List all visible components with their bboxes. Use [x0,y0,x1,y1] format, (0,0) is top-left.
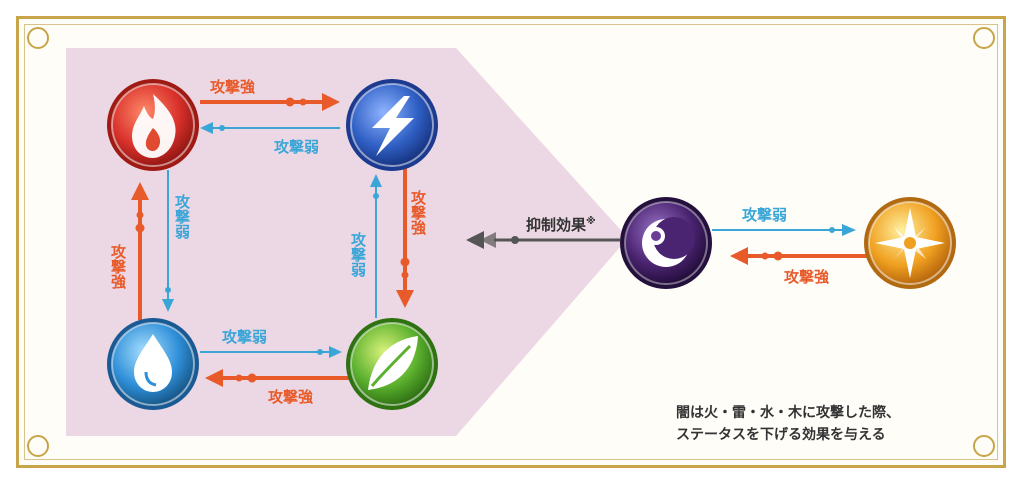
arrow-thunder-to-fire [200,122,340,134]
weak-arrows [162,122,856,358]
dark-effect-note: 闇は火・雷・水・木に攻撃した際、 ステータスを下げる効果を与える [676,402,1006,446]
label-wood-to-water: 攻撃強 [268,388,313,406]
arrow-thunder-to-wood [396,168,414,308]
frame-corner-ornament [973,435,995,457]
arrow-water-to-wood [200,346,342,358]
suppression-area-panel [66,48,628,436]
label-thunder-to-fire: 攻撃弱 [274,138,319,156]
frame-corner-ornament [973,27,995,49]
arrow-dark-to-light [712,224,856,236]
note-line-2: ステータスを下げる効果を与える [676,427,886,443]
light-orb [864,197,956,289]
frame-corner-ornament [27,435,49,457]
label-light-to-dark: 攻撃強 [784,268,829,286]
label-thunder-to-wood: 攻撃強 [409,189,427,236]
label-fire-to-water: 攻撃弱 [173,193,191,240]
label-wood-to-thunder: 攻撃弱 [349,231,367,278]
frame-corner-ornament [27,27,49,49]
arrow-fire-to-water [162,170,174,312]
fire-orb [107,79,199,171]
dark-orb [620,197,712,289]
note-line-1: 闇は火・雷・水・木に攻撃した際、 [676,405,900,421]
leaf-icon [368,336,418,390]
wood-orb [346,318,438,410]
label-fire-to-thunder: 攻撃強 [210,78,255,96]
thunder-orb [346,79,438,171]
compass-star-icon [875,208,945,278]
crescent-eye-icon [642,217,695,267]
water-orb [107,318,199,410]
water-drop-icon [134,334,172,392]
label-water-to-fire: 攻撃強 [109,243,127,290]
arrow-light-to-dark [730,247,868,265]
label-suppress-mark: ※ [586,215,596,227]
arrow-wood-to-water [205,369,350,387]
label-water-to-wood: 攻撃弱 [222,328,267,346]
label-suppress: 抑制効果※ [526,215,596,234]
lightning-icon [372,96,414,156]
label-suppress-text: 抑制効果 [526,216,587,234]
strong-arrows [131,93,868,387]
arrow-water-to-fire [131,182,149,320]
label-dark-to-light: 攻撃弱 [742,206,787,224]
arrow-wood-to-thunder [370,174,382,318]
arrow-suppression [466,231,620,249]
flame-icon [132,94,176,158]
arrow-fire-to-thunder [200,93,340,111]
